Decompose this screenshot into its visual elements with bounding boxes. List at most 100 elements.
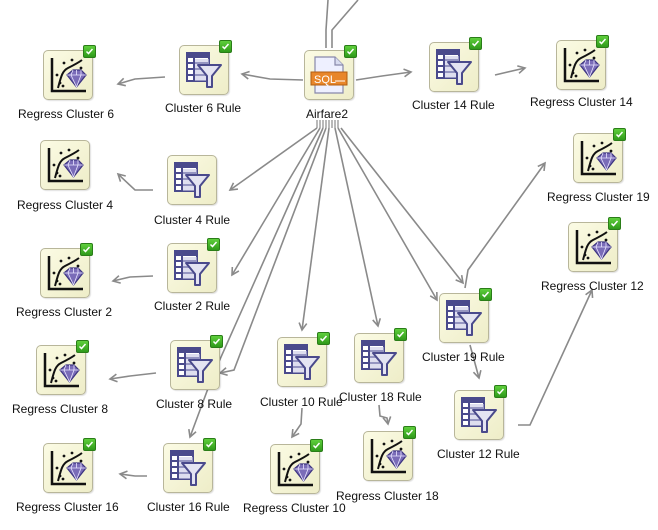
status-check-icon [219,40,232,53]
regression-node-tile[interactable] [43,50,93,100]
regression-node-tile[interactable] [573,133,623,183]
edge-arrowhead [298,322,308,332]
edge-arrowhead [372,318,382,328]
edge-line[interactable] [231,127,321,276]
node-label[interactable]: Regress Cluster 18 [336,489,439,503]
status-check-icon [203,438,216,451]
filter-node-tile[interactable] [163,443,213,493]
node-label[interactable]: Cluster 16 Rule [147,500,230,514]
node-label[interactable]: Cluster 10 Rule [260,395,343,409]
regression-node-tile[interactable] [270,444,320,494]
status-check-icon [310,439,323,452]
node-label[interactable]: Regress Cluster 12 [541,279,644,293]
status-check-icon [403,426,416,439]
status-check-icon [317,332,330,345]
edge-line[interactable] [378,404,389,425]
node-label[interactable]: Cluster 14 Rule [412,98,495,112]
edge-arrowhead [291,428,300,439]
node-label[interactable]: Regress Cluster 16 [16,500,119,514]
node-label[interactable]: Regress Cluster 4 [17,198,114,212]
edge-line[interactable] [464,162,546,289]
filter-node-tile[interactable] [277,337,327,387]
edge-arrowhead [455,274,465,285]
edge-line[interactable] [331,0,359,48]
node-label[interactable]: Cluster 19 Rule [422,350,505,364]
node-label[interactable]: Regress Cluster 10 [243,501,346,515]
regression-node-tile[interactable] [36,345,86,395]
edge-line[interactable] [337,127,438,301]
regression-node-tile[interactable] [40,248,90,298]
regression-node-tile[interactable] [40,140,90,190]
edge-arrowhead [118,470,128,480]
edge-line[interactable] [340,127,464,284]
regression-node-tile[interactable] [43,443,93,493]
edge-arrowhead [231,266,240,277]
edge-line[interactable] [518,289,593,426]
regression-node-tile[interactable] [556,40,606,90]
edge-line[interactable] [334,127,379,327]
edge-line[interactable] [112,275,154,282]
status-check-icon [83,45,96,58]
edge-arrowhead [218,367,228,377]
node-label[interactable]: Regress Cluster 19 [547,190,650,204]
regression-node-tile[interactable] [568,222,618,272]
sql-source-node-tile[interactable]: SQL [304,50,354,100]
edge-arrowhead [429,291,438,302]
filter-node-tile[interactable] [167,155,217,205]
filter-node-tile[interactable] [167,243,217,293]
edge-arrowhead [472,370,482,380]
edge-line[interactable] [109,372,157,380]
regression-node-tile[interactable] [363,431,413,481]
edge-line[interactable] [117,76,166,85]
filter-node-tile[interactable] [179,45,229,95]
node-label[interactable]: Cluster 18 Rule [339,390,422,404]
edge-line[interactable] [219,127,327,374]
edge-arrowhead [228,182,239,191]
svg-text:SQL: SQL [314,74,336,86]
status-check-icon [394,328,407,341]
node-label[interactable]: Cluster 4 Rule [154,213,231,227]
status-check-icon [479,288,492,301]
status-check-icon [76,340,89,353]
edge-arrowhead [116,172,126,182]
status-check-icon [207,238,220,251]
status-check-icon [83,438,96,451]
node-label[interactable]: Airfare2 [306,107,349,121]
edge-line[interactable] [325,0,329,48]
edge-arrowhead [517,65,527,74]
status-check-icon [596,35,609,48]
filter-node-tile[interactable] [439,293,489,343]
edge-arrowhead [537,161,546,172]
node-label[interactable]: Regress Cluster 6 [18,107,115,121]
filter-node-tile[interactable] [429,42,479,92]
edge-line[interactable] [301,127,330,331]
filter-node-tile[interactable] [170,340,220,390]
edge-line[interactable] [291,407,303,438]
edge-line[interactable] [469,344,480,379]
edge-line[interactable] [117,173,153,191]
status-check-icon [469,37,482,50]
edge-line[interactable] [229,127,318,191]
node-label[interactable]: Regress Cluster 2 [16,305,113,319]
edge-arrowhead [382,416,392,426]
node-label[interactable]: Cluster 12 Rule [437,447,520,461]
edge-arrowhead [111,275,121,284]
edge-line[interactable] [119,473,147,477]
edge-arrowhead [188,428,197,439]
edge-arrowhead [116,77,126,87]
node-label[interactable]: Cluster 6 Rule [165,101,242,115]
status-check-icon [344,45,357,58]
filter-node-tile[interactable] [354,333,404,383]
node-label[interactable]: Cluster 8 Rule [156,397,233,411]
node-label[interactable]: Regress Cluster 14 [530,95,633,109]
node-label[interactable]: Cluster 2 Rule [154,299,231,313]
edge-line[interactable] [494,67,526,76]
node-label[interactable]: Regress Cluster 8 [12,402,109,416]
edge-line[interactable] [241,73,304,81]
filter-node-tile[interactable] [454,390,504,440]
status-check-icon [80,243,93,256]
edge-arrowhead [585,288,594,299]
edge-line[interactable] [355,71,412,81]
